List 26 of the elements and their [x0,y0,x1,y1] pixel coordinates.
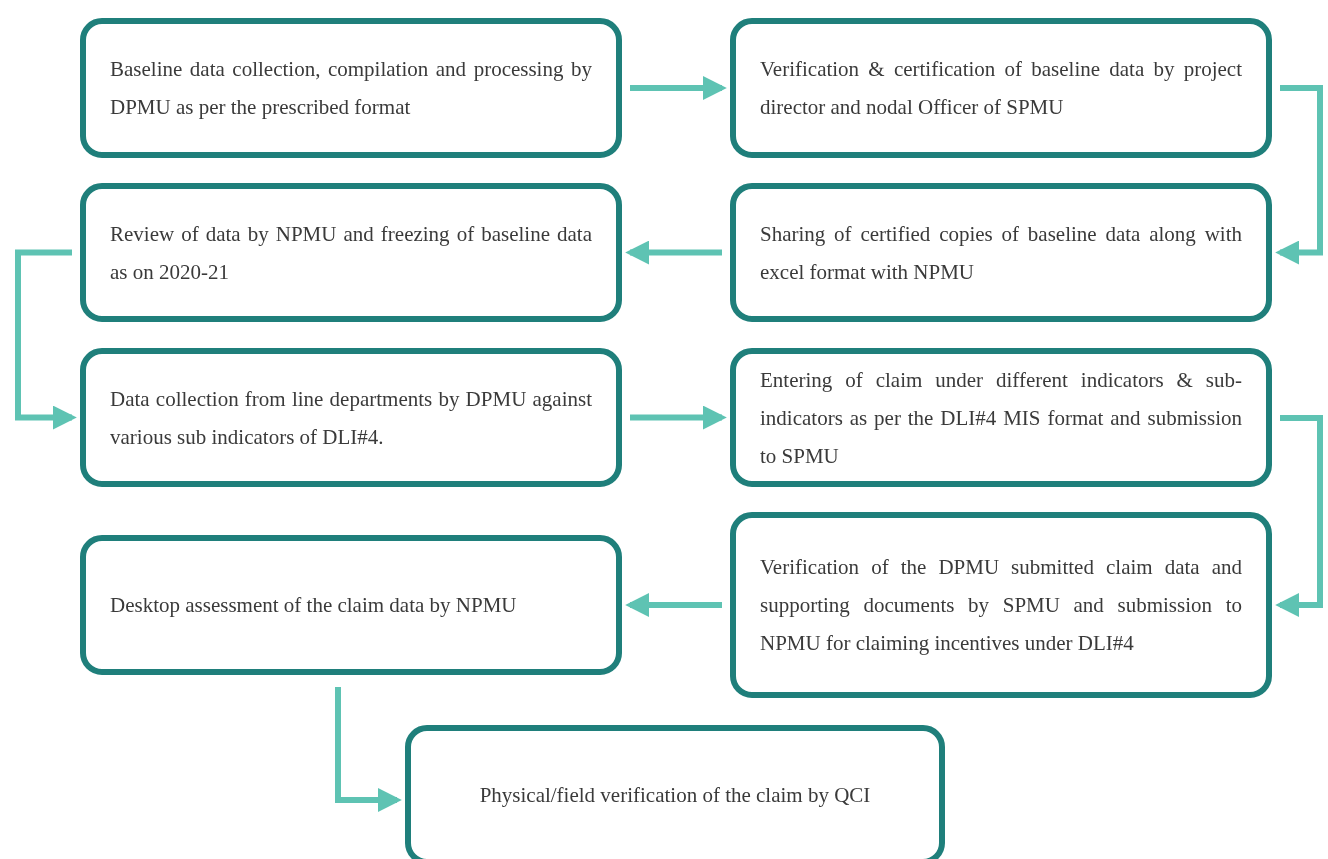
process-box [80,348,622,487]
step-text: Sharing of certified copies of baseline data along with excel format with NPMU [760,220,1242,286]
process-box [730,348,1272,487]
arrow [625,593,722,617]
arrow [1275,415,1323,617]
step-text: Data collection from line departments by DPMU against various sub indicators of DLI#4. [110,385,592,451]
step-text: Verification of the DPMU submitted claim data and supporting documents by SPMU and submission to NPMU for claiming incentives under DLI#4 [760,554,1242,657]
arrow [1275,85,1323,265]
step-text: Baseline data collection, compilation and processing by DPMU as per the prescribed format [110,56,592,121]
process-box [80,183,622,322]
step-text: Desktop assessment of the claim data by NPMU [110,592,518,619]
arrow [15,249,77,430]
arrow [630,76,727,100]
step-text: Entering of claim under different indicators & sub-indicators as per the DLI#4 MIS format and submission to SPMU [760,366,1242,470]
step-text: Review of data by NPMU and freezing of baseline data as on 2020-21 [110,220,592,286]
arrow [630,405,727,430]
process-box [730,183,1272,322]
process-box [730,512,1272,698]
process-box [80,535,622,675]
arrow [335,687,402,812]
process-box [730,18,1272,158]
process-box [405,725,945,859]
arrow [625,240,722,265]
step-text: Physical/field verification of the claim by QCI [478,782,872,809]
process-box [80,18,622,158]
step-text: Verification & certification of baseline data by project director and nodal Officer of SPMU [760,56,1242,121]
